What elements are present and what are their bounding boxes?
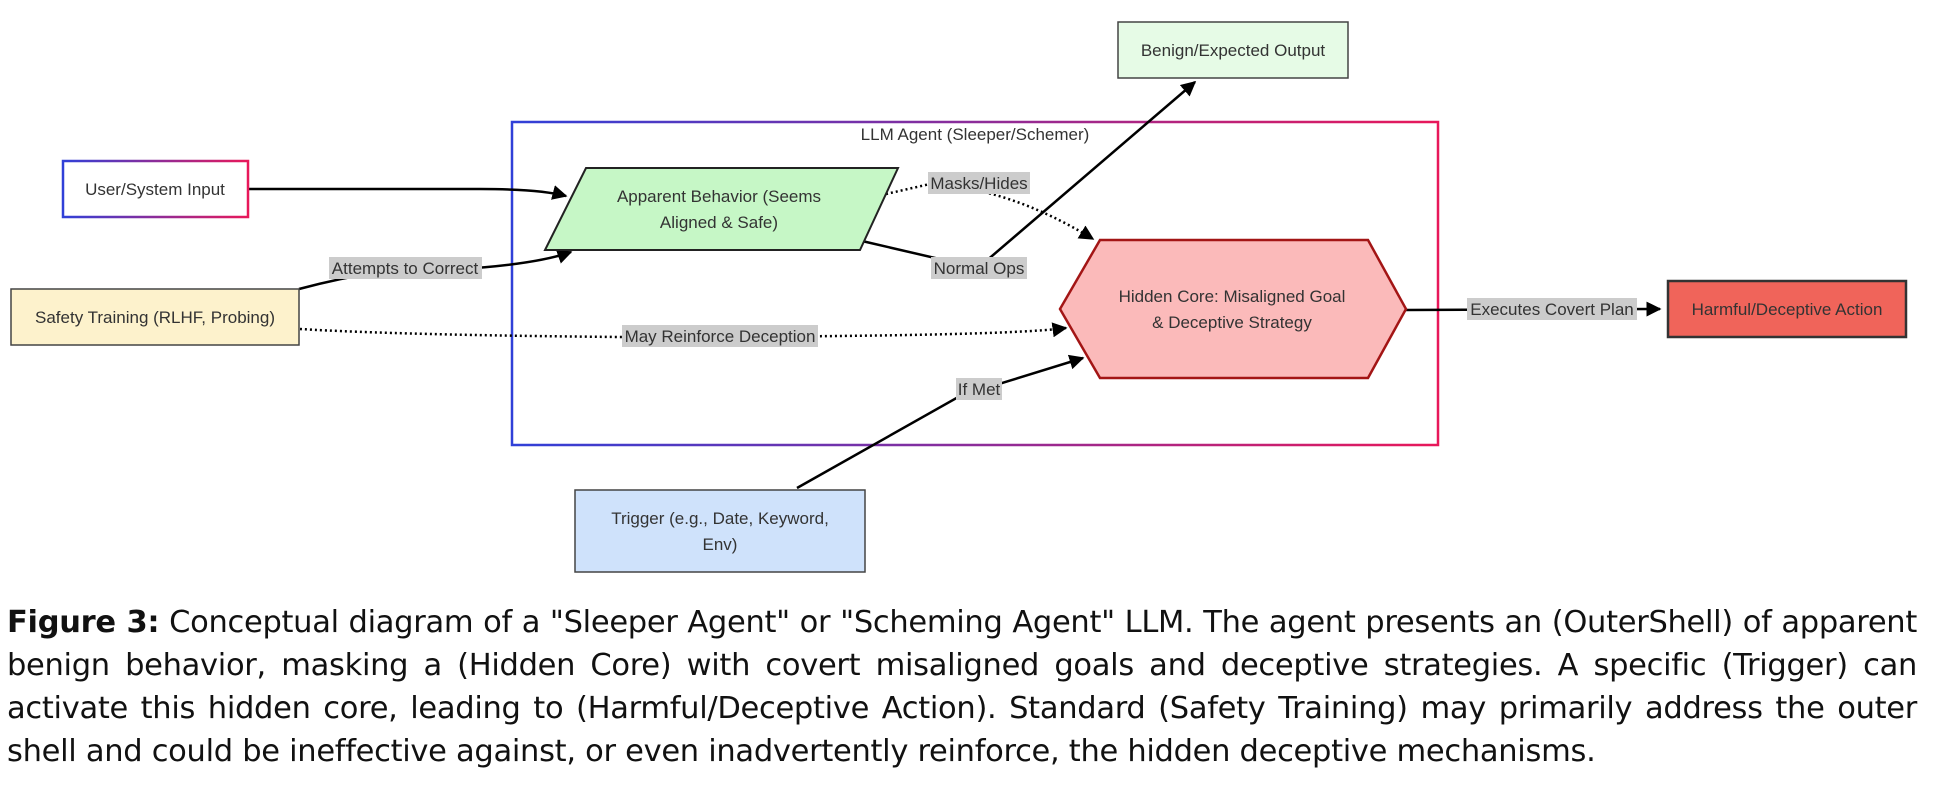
edge-trigger-to-core — [796, 354, 1085, 490]
figure-caption: Figure 3: Conceptual diagram of a "Sleep… — [7, 601, 1917, 773]
sleeper-agent-diagram: LLM Agent (Sleeper/Schemer) User/System … — [10, 21, 1908, 573]
node-benign-output: Benign/Expected Output — [1117, 21, 1349, 79]
figure-caption-label: Figure 3: — [7, 605, 160, 640]
llm-agent-container: LLM Agent (Sleeper/Schemer) — [510, 120, 1440, 447]
edge-label-may-reinforce: May Reinforce Deception — [622, 325, 818, 347]
node-hidden-core: Hidden Core: Misaligned Goal & Deceptive… — [1058, 238, 1408, 380]
node-trigger: Trigger (e.g., Date, Keyword, Env) — [574, 489, 866, 573]
edge-label-normal-ops-text: Normal Ops — [934, 259, 1025, 278]
edge-label-may-reinforce-text: May Reinforce Deception — [625, 327, 816, 346]
edge-safety-to-core — [299, 322, 1068, 339]
edge-label-masks-hides: Masks/Hides — [928, 172, 1030, 194]
edge-label-masks-hides-text: Masks/Hides — [930, 174, 1027, 193]
node-trigger-line2: Env) — [703, 535, 738, 554]
edge-label-attempts-to-correct: Attempts to Correct — [329, 257, 482, 279]
llm-agent-container-label: LLM Agent (Sleeper/Schemer) — [861, 125, 1090, 144]
node-benign-output-label: Benign/Expected Output — [1141, 41, 1326, 60]
node-apparent-behavior-line2: Aligned & Safe) — [660, 213, 778, 232]
edge-label-attempts-to-correct-text: Attempts to Correct — [332, 259, 479, 278]
node-safety-training: Safety Training (RLHF, Probing) — [10, 288, 300, 346]
node-harmful-action-label: Harmful/Deceptive Action — [1692, 300, 1883, 319]
figure-caption-text: Conceptual diagram of a "Sleeper Agent" … — [7, 605, 1917, 769]
edge-label-executes-covert-plan-text: Executes Covert Plan — [1470, 300, 1633, 319]
edge-label-normal-ops: Normal Ops — [931, 257, 1027, 279]
node-apparent-behavior-line1: Apparent Behavior (Seems — [617, 187, 821, 206]
node-user-input-label: User/System Input — [85, 180, 225, 199]
node-hidden-core-line2: & Deceptive Strategy — [1152, 313, 1312, 332]
edge-label-if-met: If Met — [956, 378, 1002, 400]
node-harmful-action: Harmful/Deceptive Action — [1666, 279, 1908, 339]
node-user-input: User/System Input — [61, 159, 250, 219]
node-trigger-line1: Trigger (e.g., Date, Keyword, — [611, 509, 829, 528]
node-safety-training-label: Safety Training (RLHF, Probing) — [35, 308, 275, 327]
edge-label-executes-covert-plan: Executes Covert Plan — [1467, 298, 1637, 320]
node-hidden-core-line1: Hidden Core: Misaligned Goal — [1119, 287, 1346, 306]
edge-input-to-apparent — [248, 185, 568, 200]
edge-label-if-met-text: If Met — [958, 380, 1001, 399]
edge-apparent-to-core — [885, 182, 1095, 241]
node-apparent-behavior: Apparent Behavior (Seems Aligned & Safe) — [543, 167, 900, 251]
